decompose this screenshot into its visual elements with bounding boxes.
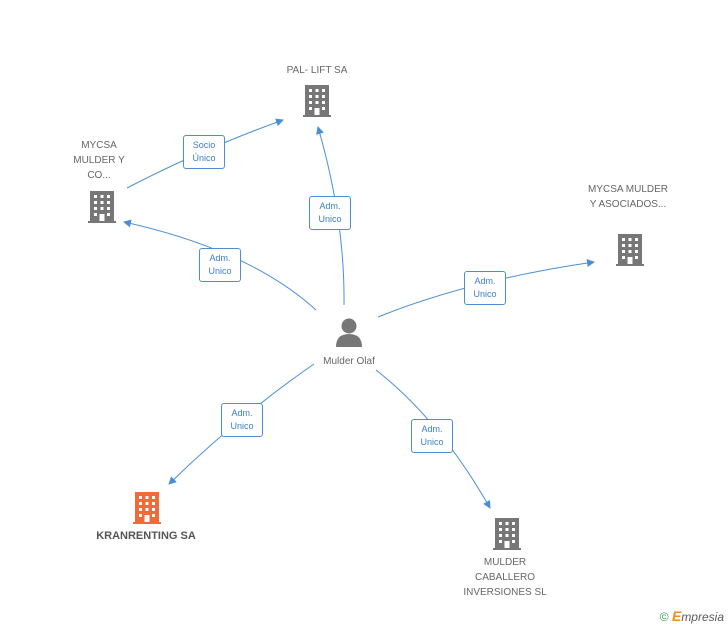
node-label-mulder-olaf[interactable]: Mulder Olaf (323, 356, 375, 367)
node-label-mycsa-co[interactable]: MYCSA MULDER Y CO... (73, 140, 125, 181)
brand-logo-name: mpresia (681, 610, 724, 624)
edge-label-line2: Unico (230, 421, 254, 431)
building-icon-mycsa-asociados[interactable] (616, 234, 644, 266)
person-icon-mulder-olaf[interactable] (336, 318, 362, 348)
edge-label-line1: Adm. (421, 424, 443, 434)
edge-label-line1: Adm. (231, 408, 253, 418)
edge-label-adm-mycsa-asociados: Adm. Unico (464, 271, 506, 305)
edge-label-socio-unico: Socio Único (183, 135, 225, 169)
edge-label-line2: Unico (208, 266, 232, 276)
node-label-mulder-caballero[interactable]: MULDER CABALLERO INVERSIONES SL (463, 557, 547, 598)
edge-label-adm-kranrenting: Adm. Unico (221, 403, 263, 437)
edge-label-adm-mycsa-co: Adm. Unico (199, 248, 241, 282)
building-icon-mycsa-co[interactable] (88, 191, 116, 223)
copyright-icon: © (659, 610, 669, 624)
edge-label-adm-pal-lift: Adm. Unico (309, 196, 351, 230)
edge-label-line2: Unico (420, 437, 444, 447)
node-label-pal-lift[interactable]: PAL- LIFT SA (286, 65, 348, 76)
edge-label-line1: Adm. (209, 253, 231, 263)
building-icon-pal-lift[interactable] (303, 85, 331, 117)
brand-logo-e: E (671, 608, 682, 624)
building-icon-kranrenting[interactable] (133, 492, 161, 524)
edge-label-line2: Unico (318, 214, 342, 224)
edge-label-line1: Socio (192, 140, 216, 150)
edge-label-line2: Unico (473, 289, 497, 299)
node-label-mycsa-asociados[interactable]: MYCSA MULDER Y ASOCIADOS... (587, 184, 668, 210)
building-icon-mulder-caballero[interactable] (493, 518, 521, 550)
edge-label-adm-mulder-caballero: Adm. Unico (411, 419, 453, 453)
edge-label-line2: Único (192, 153, 216, 163)
brand-logo: © Empresia (660, 608, 724, 624)
edge-label-line1: Adm. (474, 276, 496, 286)
node-label-kranrenting[interactable]: KRANRENTING SA (96, 530, 196, 542)
edge-label-line1: Adm. (319, 201, 341, 211)
